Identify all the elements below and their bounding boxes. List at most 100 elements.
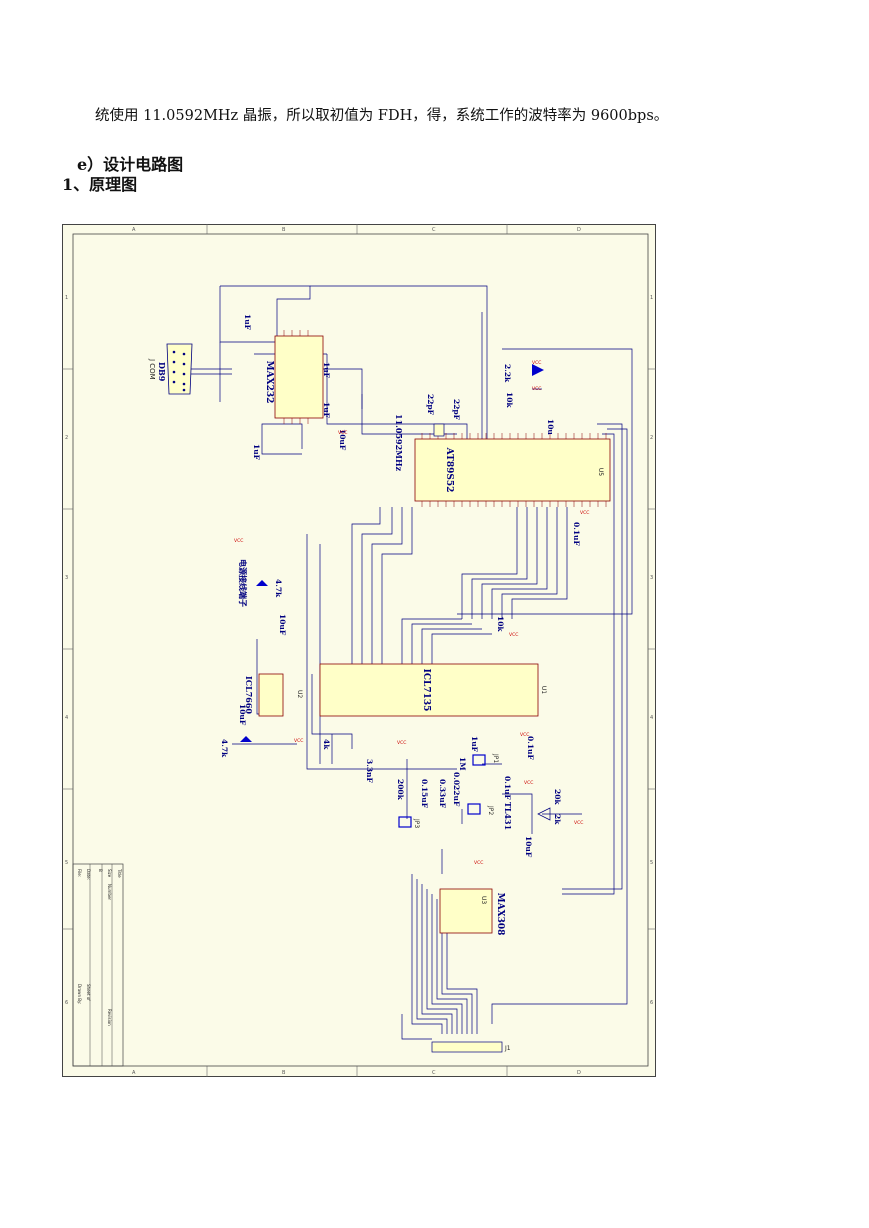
db9-ref-label: J COM [148,358,156,380]
mux-part-label: MAX308 [495,893,505,936]
tl431-regulator: TL431 [503,802,551,830]
vcc-symbol: VCC [397,740,406,746]
autozero-cap-value: 0.15uF [420,779,429,809]
vcc-symbol: VCC [532,386,541,392]
wires [172,285,633,1040]
jp3-label: JP3 [413,818,420,828]
c15-value: 1uF [252,444,261,461]
tb-sheet: Sheet of [86,984,91,1001]
border-number-right: 4 [650,715,653,721]
border-letter-bottom: C [432,1070,436,1076]
c6-value: 10uF [238,704,247,726]
mux-ref-label: U3 [480,896,487,904]
border-number-left: 3 [65,575,68,581]
mcu-part-label: AT89S52 [444,447,454,493]
border-letter-bottom: A [132,1070,136,1076]
tl431-label: TL431 [503,802,513,830]
heading-design-circuit: e）设计电路图 [77,155,184,174]
buffer-resistor-value: 200k [396,779,405,801]
crystal-y1: 11.0592MHz [394,414,445,472]
border-number-left: 4 [65,715,68,721]
vcc-symbol: VCC [234,538,243,544]
paragraph-baud-rate: 统使用 11.0592MHz 晶振，所以取初值为 FDH，得，系统工作的波特率为… [95,108,669,124]
rst-resistor-value: 10k [505,392,514,408]
r1-value: 10k [496,616,505,632]
c7-value: 10uF [278,614,287,636]
vcc-symbol: VCC [509,632,518,638]
border-letter-bottom: B [282,1070,286,1076]
ct1-value: 22pF [452,399,461,421]
title-block: Title Size B Number Revision Date: File:… [72,863,124,1067]
db9-part-label: DB9 [157,362,167,382]
j1-ref-label: J1 [504,1045,511,1052]
border-number-left: 1 [65,295,68,301]
led-icons [240,364,544,742]
sheet-outer-border [62,224,656,1077]
border-labels: A B C D A B C D 1 2 3 4 5 6 1 2 3 4 5 6 [65,227,653,1076]
border-letter-top: D [577,227,581,233]
r12-value: 4.7k [220,739,229,758]
inverter-part-label: ICL7660 [244,676,254,714]
tb-size-value: B [98,869,103,872]
crystal-value: 11.0592MHz [394,414,404,472]
ct2-value: 22pF [426,394,435,416]
border-number-left: 6 [65,1000,68,1006]
schematic-figure: A B C D A B C D 1 2 3 4 5 6 1 2 3 4 5 6 [62,224,656,1077]
max232-chip: MAX232 [264,330,324,424]
heading-schematic: 1、原理图 [62,175,138,194]
tb-size: Size [107,869,112,878]
icl7135-chip: ICL7135 U1 [319,663,547,717]
r2-value: 2k [553,814,562,825]
jp1-label: JP1 [492,753,499,763]
vcc-symbol: VCC [580,510,589,516]
c3-value: 1uF [470,736,479,753]
border-number-right: 5 [650,860,653,866]
jp2-label: JP2 [487,805,494,815]
trim-pot-value: 20k [553,789,562,805]
r11-value: 4.7k [274,579,283,598]
at89s52-chip: AT89S52 U5 [414,433,611,507]
db9-connector: J COM DB9 [148,343,193,395]
vcc-symbol: VCC [524,780,533,786]
border-letter-top: A [132,227,136,233]
sheet-inner-border [72,233,649,1067]
icl7660-chip: ICL7660 U2 [244,673,303,717]
border-letter-top: C [432,227,436,233]
border-number-right: 2 [650,435,653,441]
border-letter-bottom: D [577,1070,581,1076]
c4-value: 10uF [524,836,533,858]
mcu-ref-label: U5 [597,468,604,476]
max308-chip: MAX308 U3 [439,888,505,936]
r31-value: 1M [458,757,467,771]
vcc-symbol: VCC [294,738,303,744]
integrator-cap-value: 3.3nF [365,759,374,784]
tb-drawn-by: Drawn By: [77,984,82,1004]
connector-j1: J1 [431,1041,511,1053]
border-letter-top: B [282,227,286,233]
c9-value: 0.1uF [572,522,581,547]
border-number-left: 2 [65,435,68,441]
c11-value: 10uF [338,429,347,451]
adc-ref-label: U1 [540,686,547,694]
vcc-symbol: VCC [474,860,483,866]
c14-value: 1uF [243,314,252,331]
tb-revision: Revision [107,1009,112,1026]
c10-value: 10u [546,419,555,435]
filter-cap-value: 0.022uF [452,772,461,807]
tb-number: Number [107,884,112,900]
c12-value: 1uF [322,362,331,379]
border-number-right: 6 [650,1000,653,1006]
vcc-symbol: VCC [338,430,347,436]
power-terminal-label: 电源接线端子 [238,559,248,607]
border-ticks [62,224,656,1077]
jumper-boxes [398,754,486,828]
vcc-symbols: VCC VCC VCC VCC VCC VCC VCC VCC VCC VCC … [234,360,589,866]
border-number-right: 3 [650,575,653,581]
border-number-left: 5 [65,860,68,866]
vcc-symbol: VCC [532,360,541,366]
c13-value: 1uF [322,402,331,419]
tb-title: Title [117,868,122,878]
adc-part-label: ICL7135 [421,669,431,712]
reference-cap-value: 0.33uF [438,779,447,809]
tb-date: Date: [86,869,91,880]
